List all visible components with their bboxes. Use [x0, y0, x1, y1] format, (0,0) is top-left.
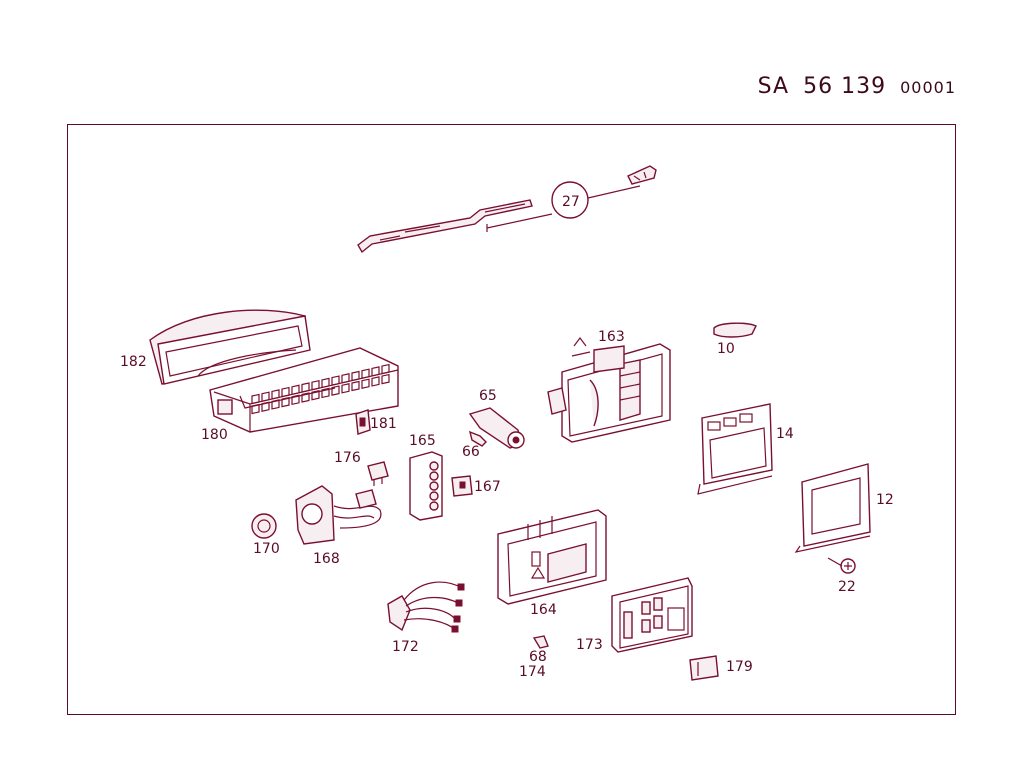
label-176: 176 [334, 450, 361, 466]
label-65: 65 [479, 388, 497, 404]
label-172: 172 [392, 639, 419, 655]
part-10-cover [713, 322, 757, 338]
label-10: 10 [717, 341, 735, 357]
label-181: 181 [370, 416, 397, 432]
label-168: 168 [313, 551, 340, 567]
label-66: 66 [462, 444, 480, 460]
label-182: 182 [120, 354, 147, 370]
part-27-callout-circle [551, 181, 589, 219]
part-180-control-panel [209, 347, 399, 433]
label-22: 22 [838, 579, 856, 595]
part-14-frame-plate [697, 403, 773, 495]
label-27: 27 [562, 194, 580, 210]
part-172-wiring-loom [387, 581, 465, 633]
label-167: 167 [474, 479, 501, 495]
part-182-vent-housing [149, 309, 311, 385]
label-180: 180 [201, 427, 228, 443]
part-164-mounting-frame [497, 509, 607, 605]
part-173-switch-panel [611, 577, 693, 653]
label-174: 174 [519, 664, 546, 680]
part-68-bulb [532, 635, 549, 649]
diagram-code-prefix: SA [757, 74, 790, 99]
label-179: 179 [726, 659, 753, 675]
part-12-trim-plate [794, 463, 871, 553]
diagram-code-suffix: 00001 [900, 78, 956, 97]
part-170-knob [251, 513, 277, 539]
part-176-relay [367, 461, 389, 486]
part-27-trim-strip [357, 165, 657, 254]
part-168-control-assembly [295, 485, 382, 545]
diagram-code: SA 56 139 00001 [758, 74, 956, 99]
part-181-clip [355, 409, 371, 435]
label-163: 163 [598, 329, 625, 345]
label-170: 170 [253, 541, 280, 557]
part-65-lighter [468, 407, 525, 449]
label-12: 12 [876, 492, 894, 508]
label-14: 14 [776, 426, 794, 442]
diagram-frame [67, 124, 956, 715]
part-167-switch [451, 475, 473, 497]
part-22-screw [827, 557, 856, 574]
part-165-switch-block [409, 451, 443, 521]
diagram-code-group: 56 139 [803, 74, 887, 99]
label-164: 164 [530, 602, 557, 618]
part-179-switch [689, 655, 719, 681]
label-165: 165 [409, 433, 436, 449]
part-163-switch-unit [547, 337, 671, 443]
part-66-bulb [468, 430, 487, 447]
label-68: 68 [529, 649, 547, 665]
label-173: 173 [576, 637, 603, 653]
